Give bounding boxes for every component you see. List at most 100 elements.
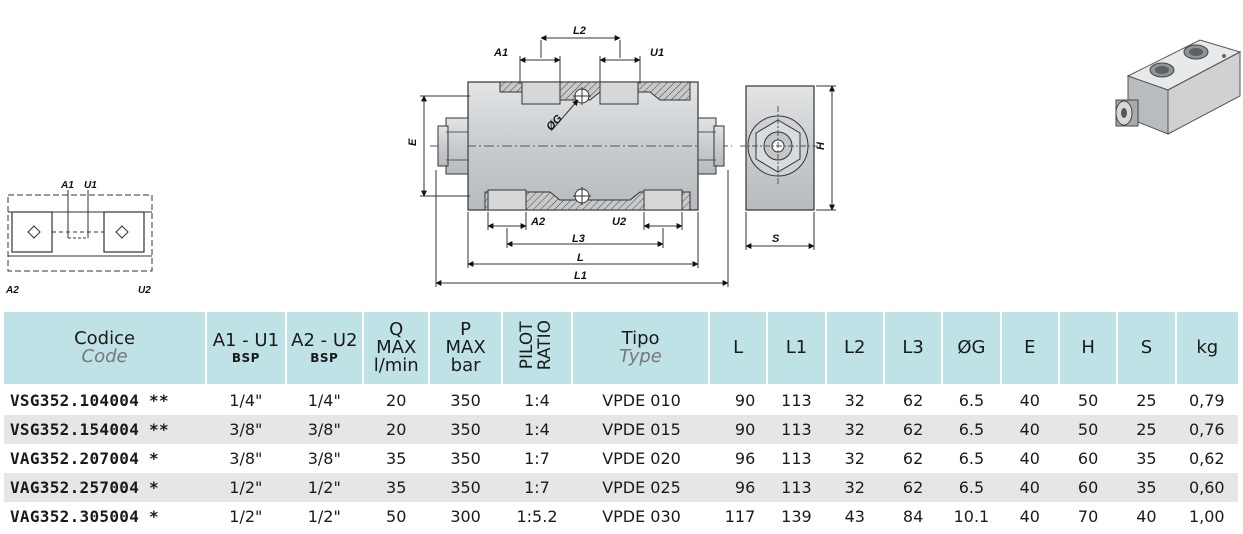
cell-l3: 62 [883,415,943,444]
cell-h: 60 [1077,449,1099,468]
cell-tipo: VPDE 015 [572,415,709,444]
cell-a1u1: 1/2" [229,507,263,526]
cell-e: 40 [1019,391,1040,410]
cell-l1: 113 [781,449,812,468]
header-l1: L1 [766,312,826,386]
header-h: H [1057,312,1118,386]
cell-kg: 1,00 [1188,507,1225,526]
cell-p: 350 [450,449,481,468]
cell-kg: 0,60 [1175,473,1238,502]
cell-l: 96 [734,449,756,468]
header-l2: L2 [824,312,884,386]
cell-l2: 43 [844,507,865,526]
table-row: VSG352.154004 ** 3/8" 3/8" 20 350 1:4 VP… [4,415,1238,444]
cell-s: 35 [1117,473,1176,502]
cell-code: VSG352.104004 ** [10,391,169,410]
cell-ratio: 1:7 [524,449,550,468]
cell-l1: 113 [781,391,812,410]
cell-g: 6.5 [942,415,1001,444]
cell-p: 350 [450,391,481,410]
cell-tipo: VPDE 030 [602,507,681,526]
cell-p: 350 [429,415,502,444]
cell-h: 60 [1058,473,1118,502]
cell-g: 6.5 [958,391,985,410]
dim-label-l1: L1 [574,270,587,282]
cell-l: 117 [724,507,756,526]
cell-l3: 62 [902,391,924,410]
cell-tipo: VPDE 020 [602,449,681,468]
cell-q: 50 [386,507,407,526]
cell-s: 40 [1136,507,1157,526]
product-3d-view [1115,39,1242,135]
front-section-view: ØG L2 A1 U1 E A2 U2 L3 [407,25,732,287]
dim-label-l2: L2 [573,25,586,37]
cell-l2: 32 [844,391,865,410]
cell-a1u1: 1/2" [206,473,286,502]
dim-label-s: S [772,233,780,245]
cell-g: 10.1 [953,507,990,526]
header-l: L [707,312,768,386]
side-view: H S [740,85,836,250]
cell-l2: 32 [825,473,884,502]
dim-label-l: L [577,252,584,264]
cell-a2u2: 1/2" [307,507,341,526]
cell-ratio: 1:5.2 [516,507,558,526]
cell-h: 50 [1058,415,1118,444]
cell-a2u2: 1/2" [285,473,364,502]
cell-ratio: 1:4 [524,391,550,410]
cell-a1u1: 1/4" [229,391,263,410]
cell-q: 35 [363,473,430,502]
cell-p: 300 [450,507,481,526]
table-row: VAG352.207004 * 3/8" 3/8" 35 350 1:7 VPD… [4,444,1238,473]
cell-s: 25 [1117,415,1176,444]
cell-s: 35 [1136,449,1157,468]
cell-a2u2: 3/8" [307,449,341,468]
cell-e: 40 [1019,449,1040,468]
header-g: ØG [941,312,1001,386]
dim-label-a1: A1 [493,47,508,59]
cell-e: 40 [1000,473,1059,502]
cell-h: 70 [1077,507,1099,526]
cell-code: VAG352.305004 * [10,507,159,526]
cell-e: 40 [1000,415,1059,444]
cell-code: VAG352.207004 * [10,449,159,468]
table-row: VAG352.257004 * 1/2" 1/2" 35 350 1:7 VPD… [4,473,1238,502]
cell-tipo: VPDE 025 [572,473,709,502]
cell-a2u2: 3/8" [285,415,364,444]
schematic-label-a1: A1 [60,180,74,191]
header-l3: L3 [882,312,943,386]
cell-l2: 32 [844,449,865,468]
header-e: E [999,312,1059,386]
cell-l2: 32 [825,415,884,444]
cell-a1u1: 3/8" [206,415,286,444]
dim-label-l3: L3 [572,233,585,245]
table-row: VSG352.104004 ** 1/4" 1/4" 20 350 1:4 VP… [4,385,1238,415]
cell-g: 6.5 [942,473,1001,502]
cell-q: 20 [386,391,407,410]
cell-a2u2: 1/4" [307,391,341,410]
schematic-label-a2: A2 [5,285,19,296]
cell-l1: 113 [767,415,826,444]
cell-s: 25 [1136,391,1157,410]
cell-l3: 62 [883,473,943,502]
cell-code: VAG352.257004 * [4,473,207,502]
technical-drawing: A1 U1 A2 U2 ØG [5,25,1242,296]
cell-kg: 0,79 [1188,391,1225,410]
schematic-label-u2: U2 [138,285,151,296]
cell-ratio: 1:4 [501,415,573,444]
cell-kg: 0,76 [1175,415,1238,444]
cell-h: 50 [1077,391,1099,410]
cell-l3: 84 [902,507,924,526]
cell-kg: 0,62 [1188,449,1225,468]
cell-a1u1: 3/8" [229,449,263,468]
table-row: VAG352.305004 * 1/2" 1/2" 50 300 1:5.2 V… [4,502,1238,531]
header-kg: kg [1174,312,1238,386]
cell-l: 96 [708,473,768,502]
